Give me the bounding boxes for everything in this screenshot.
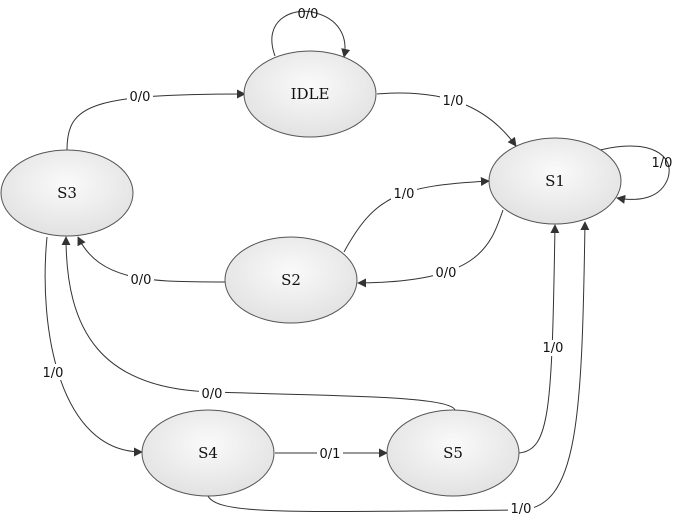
label-s5-to-s3: 0/0	[202, 387, 223, 402]
label-s4-to-s5: 0/1	[320, 447, 341, 462]
label-s2-to-s1: 1/0	[394, 187, 415, 202]
label-s1-self: 1/0	[652, 156, 673, 171]
label-s3-to-idle: 0/0	[130, 90, 151, 105]
state-s1-label: S1	[545, 172, 565, 190]
state-s3-label: S3	[57, 184, 77, 202]
edge-s1-self	[599, 145, 670, 204]
state-s1: S1	[488, 137, 622, 225]
edge-s1-to-s2	[357, 209, 504, 288]
edge-s5-to-s1	[518, 224, 560, 454]
label-idle-self: 0/0	[298, 7, 319, 22]
label-s2-to-s3: 0/0	[131, 273, 152, 288]
state-s5-label: S5	[443, 444, 463, 462]
state-s5: S5	[386, 409, 520, 497]
label-s1-to-s2: 0/0	[436, 266, 457, 281]
state-s4-label: S4	[198, 444, 218, 462]
label-s4-to-s1: 1/0	[511, 502, 532, 517]
state-s4: S4	[141, 409, 275, 497]
state-idle-label: IDLE	[291, 85, 330, 103]
label-s3-to-s4: 1/0	[43, 366, 64, 381]
state-s2: S2	[224, 236, 358, 324]
state-idle: IDLE	[243, 50, 377, 138]
edge-idle-self	[271, 10, 351, 58]
edge-s3-to-idle	[66, 89, 246, 151]
label-s5-to-s1: 1/0	[543, 341, 564, 356]
state-s3: S3	[0, 149, 134, 237]
label-idle-to-s1: 1/0	[443, 94, 464, 109]
state-s2-label: S2	[281, 271, 301, 289]
